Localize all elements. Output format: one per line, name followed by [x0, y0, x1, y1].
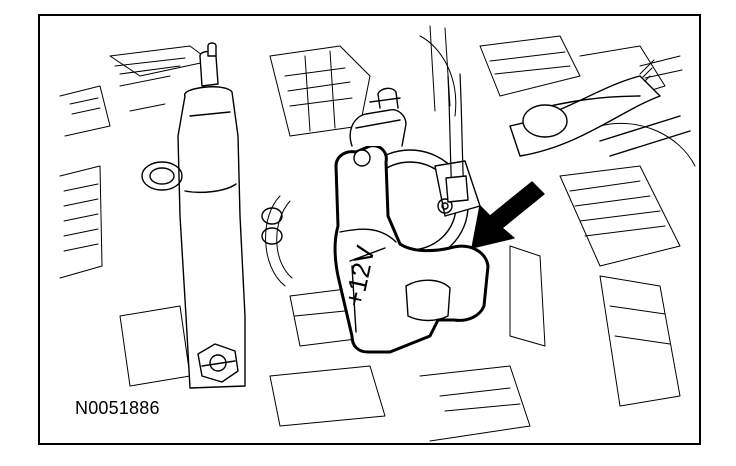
- callout-arrow: [471, 181, 545, 249]
- mounting-bracket: [177, 42, 246, 389]
- hose: [509, 75, 691, 157]
- illustration-frame: +12V N0051886: [38, 14, 701, 445]
- sensor-connector: [333, 87, 490, 354]
- round-boss: [141, 161, 283, 245]
- tube: [445, 73, 469, 203]
- figure-number: N0051886: [73, 398, 162, 419]
- engine-bay-line-drawing: +12V: [59, 25, 696, 442]
